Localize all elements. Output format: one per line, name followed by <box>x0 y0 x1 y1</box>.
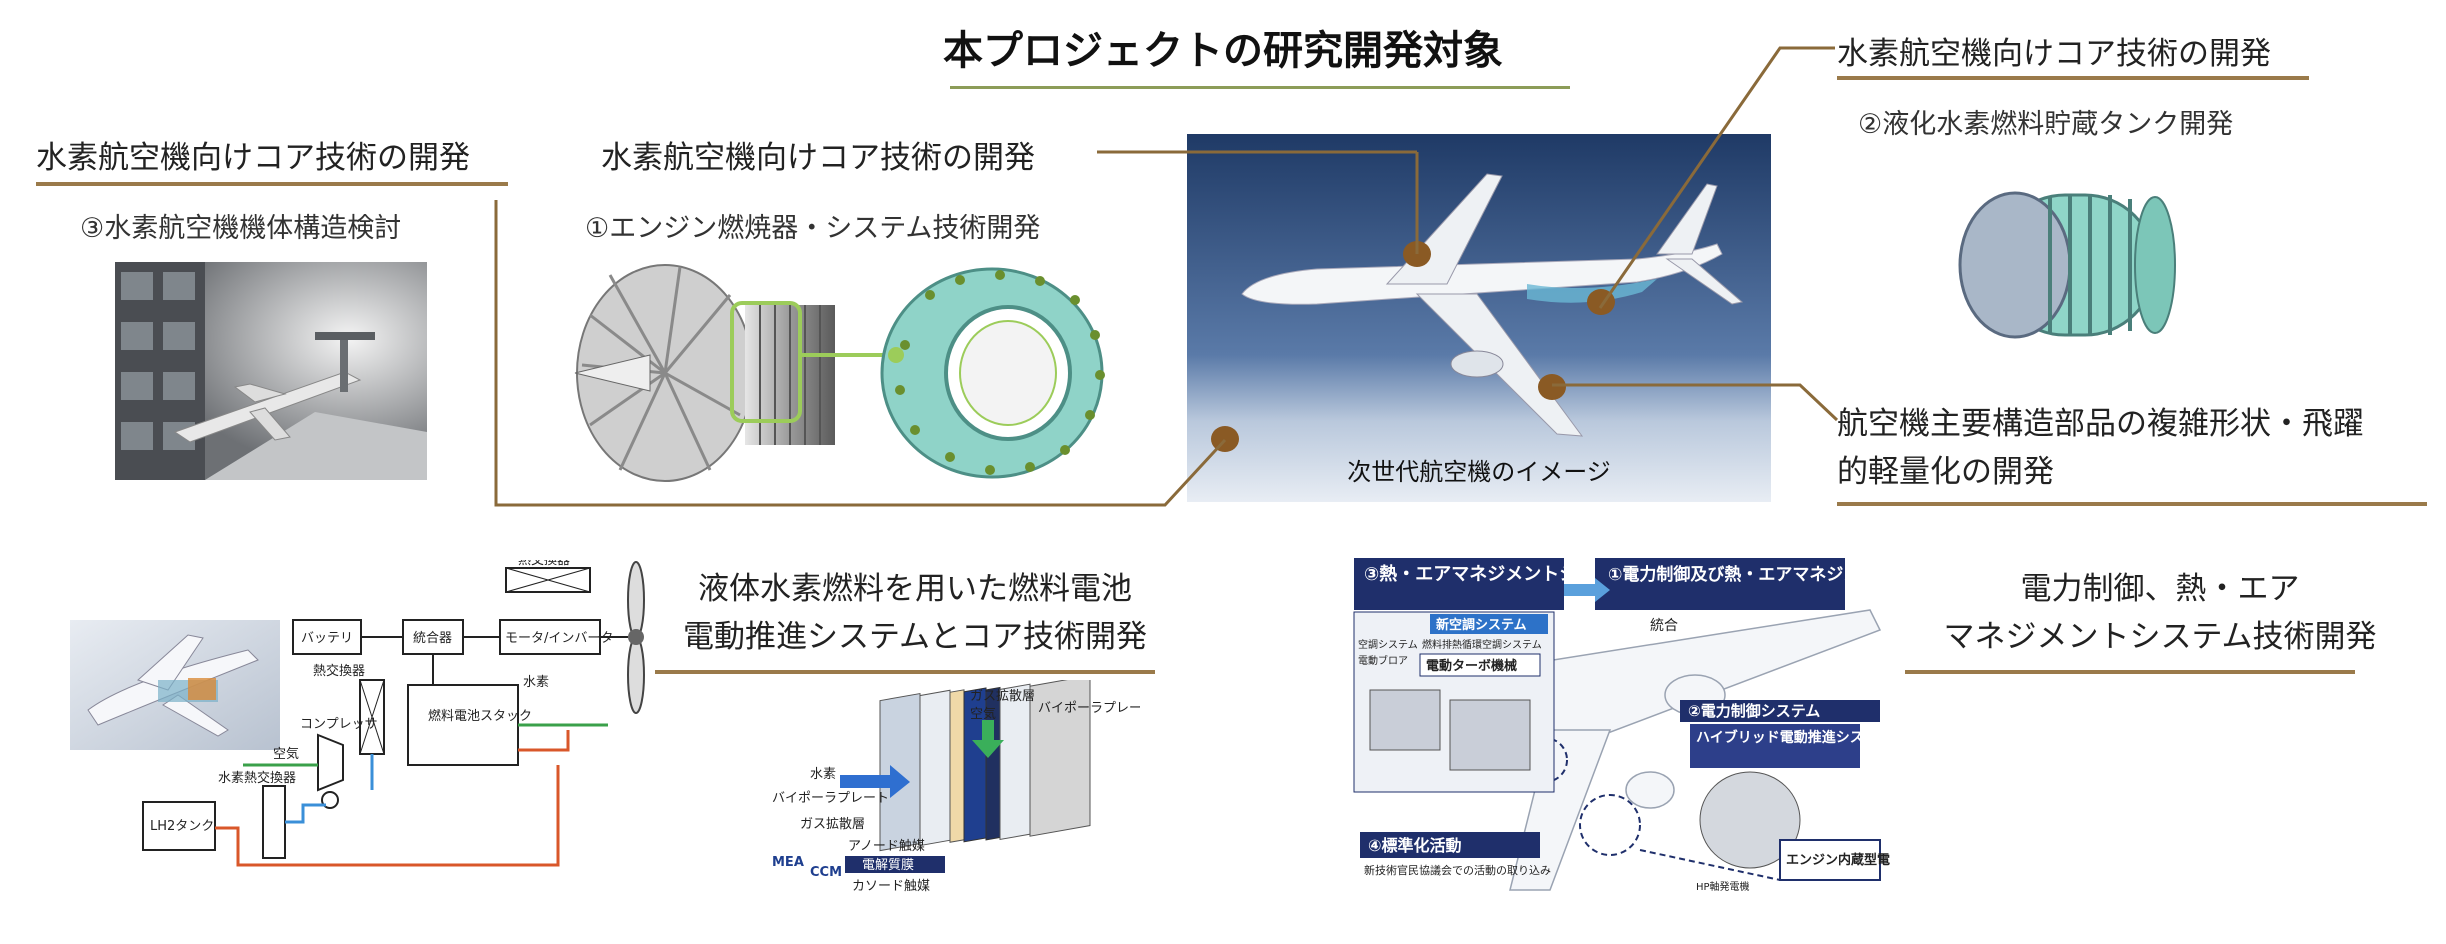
fc-hydrogen: 水素 <box>810 767 836 782</box>
next-gen-aircraft-image: 次世代航空機のイメージ <box>1187 134 1771 502</box>
pm-power-control: ②電力制御システム <box>1688 702 1820 720</box>
fc-cathode: カソード触媒 <box>852 879 930 894</box>
schematic-integrator: 統合器 <box>413 631 452 646</box>
pm-integration: 統合 <box>1650 618 1678 634</box>
structure-line1: 航空機主要構造部品の複雑形状・飛躍 <box>1837 406 2364 442</box>
pm-new-ac: 新空調システム <box>1436 617 1527 633</box>
pm-ac-sub3: 電動ブロア <box>1358 654 1408 667</box>
fc-gas-diffusion-left: ガス拡散層 <box>800 817 865 832</box>
structure-underline <box>1837 502 2427 506</box>
fc-mea: MEA <box>772 855 804 870</box>
fuel-cell-line2: 電動推進システムとコア技術開発 <box>682 619 1148 655</box>
fuel-cell-stack-diagram: ガス拡散層 空気 バイポーラプレート 水素 バイポーラプレート ガス拡散層 ME… <box>770 680 1140 900</box>
top-left-sub: ③水素航空機機体構造検討 <box>80 213 402 244</box>
fc-bipolar-right: バイポーラプレート <box>1038 701 1140 716</box>
structure-heading: 航空機主要構造部品の複雑形状・飛躍 的軽量化の開発 <box>1837 400 2364 496</box>
engine-image <box>560 255 1120 485</box>
fc-bipolar-left: バイポーラプレート <box>772 791 889 806</box>
pm-hybrid: ハイブリッド電動推進システム <box>1696 729 1890 746</box>
top-right-heading: 水素航空機向けコア技術の開発 <box>1837 36 2271 72</box>
schematic-fuel-cell-stack: 燃料電池スタック <box>428 708 532 724</box>
schematic-heat-exchanger-2: 熱交換器 <box>313 663 365 679</box>
schematic-lh2-tank: LH2タンク <box>150 819 214 834</box>
fuel-cell-schematic: バッテリ 統合器 モータ/インバータ 熱交換器 熱交換器 燃料電池スタック 水素… <box>68 560 708 880</box>
wind-tunnel-image <box>115 262 427 480</box>
plane-caption: 次世代航空機のイメージ <box>1347 458 1611 486</box>
pm-std-sub: 新技術官民協議会での活動の取り込み <box>1364 863 1551 877</box>
power-mgmt-line2: マネジメントシステム技術開発 <box>1943 619 2377 655</box>
pm-standardization: ④標準化活動 <box>1368 836 1462 855</box>
structure-line2: 的軽量化の開発 <box>1837 454 2054 490</box>
top-center-sub: ①エンジン燃焼器・システム技術開発 <box>585 213 1041 244</box>
fc-electrolyte: 電解質膜 <box>862 858 914 873</box>
schematic-motor-inverter: モータ/インバータ <box>505 631 613 646</box>
page-title: 本プロジェクトの研究開発対象 <box>943 28 1503 74</box>
pm-box3-title: ③熱・エアマネジメントシステム <box>1364 563 1631 585</box>
power-mgmt-underline <box>1905 670 2355 674</box>
pm-box1-title: ①電力制御及び熱・エアマネジメントシステム <box>1608 564 1890 585</box>
fc-anode: アノード触媒 <box>848 839 925 854</box>
power-mgmt-line1: 電力制御、熱・エア <box>2020 571 2300 607</box>
title-underline <box>950 86 1570 89</box>
top-left-underline <box>36 182 508 186</box>
pm-hp: HP軸発電機 <box>1696 880 1750 893</box>
top-left-heading: 水素航空機向けコア技術の開発 <box>36 140 470 176</box>
schematic-compressor: コンプレッサ <box>300 717 378 732</box>
fuel-cell-heading: 液体水素燃料を用いた燃料電池 電動推進システムとコア技術開発 <box>655 565 1175 661</box>
fc-ccm: CCM <box>810 865 842 880</box>
fuel-cell-underline <box>655 670 1155 674</box>
pm-turbo: 電動ターボ機械 <box>1426 658 1517 674</box>
schematic-battery: バッテリ <box>301 631 353 646</box>
schematic-h2-heat-exchanger: 水素熱交換器 <box>218 770 296 786</box>
schematic-hydrogen: 水素 <box>523 675 549 690</box>
fc-gas-diffusion-top: ガス拡散層 <box>970 689 1035 704</box>
pm-ac-sub1: 空調システム <box>1358 638 1418 651</box>
top-center-heading: 水素航空機向けコア技術の開発 <box>601 140 1035 176</box>
hydrogen-tank-image <box>1955 165 2195 365</box>
schematic-air: 空気 <box>273 746 299 762</box>
pm-ac-sub2: 燃料排熱循環空調システム <box>1422 638 1542 651</box>
top-right-sub: ②液化水素燃料貯蔵タンク開発 <box>1858 109 2234 140</box>
fuel-cell-line1: 液体水素燃料を用いた燃料電池 <box>698 571 1132 607</box>
top-right-underline <box>1837 76 2309 80</box>
schematic-heat-exchanger: 熱交換器 <box>518 560 570 568</box>
power-mgmt-heading: 電力制御、熱・エア マネジメントシステム技術開発 <box>1905 565 2415 661</box>
fc-air: 空気 <box>970 706 996 722</box>
pm-engine-motor: エンジン内蔵型電動機 <box>1786 852 1890 868</box>
power-management-diagram: ③熱・エアマネジメントシステム 新空調システム 空調システム 燃料排熱循環空調シ… <box>1350 550 1890 900</box>
